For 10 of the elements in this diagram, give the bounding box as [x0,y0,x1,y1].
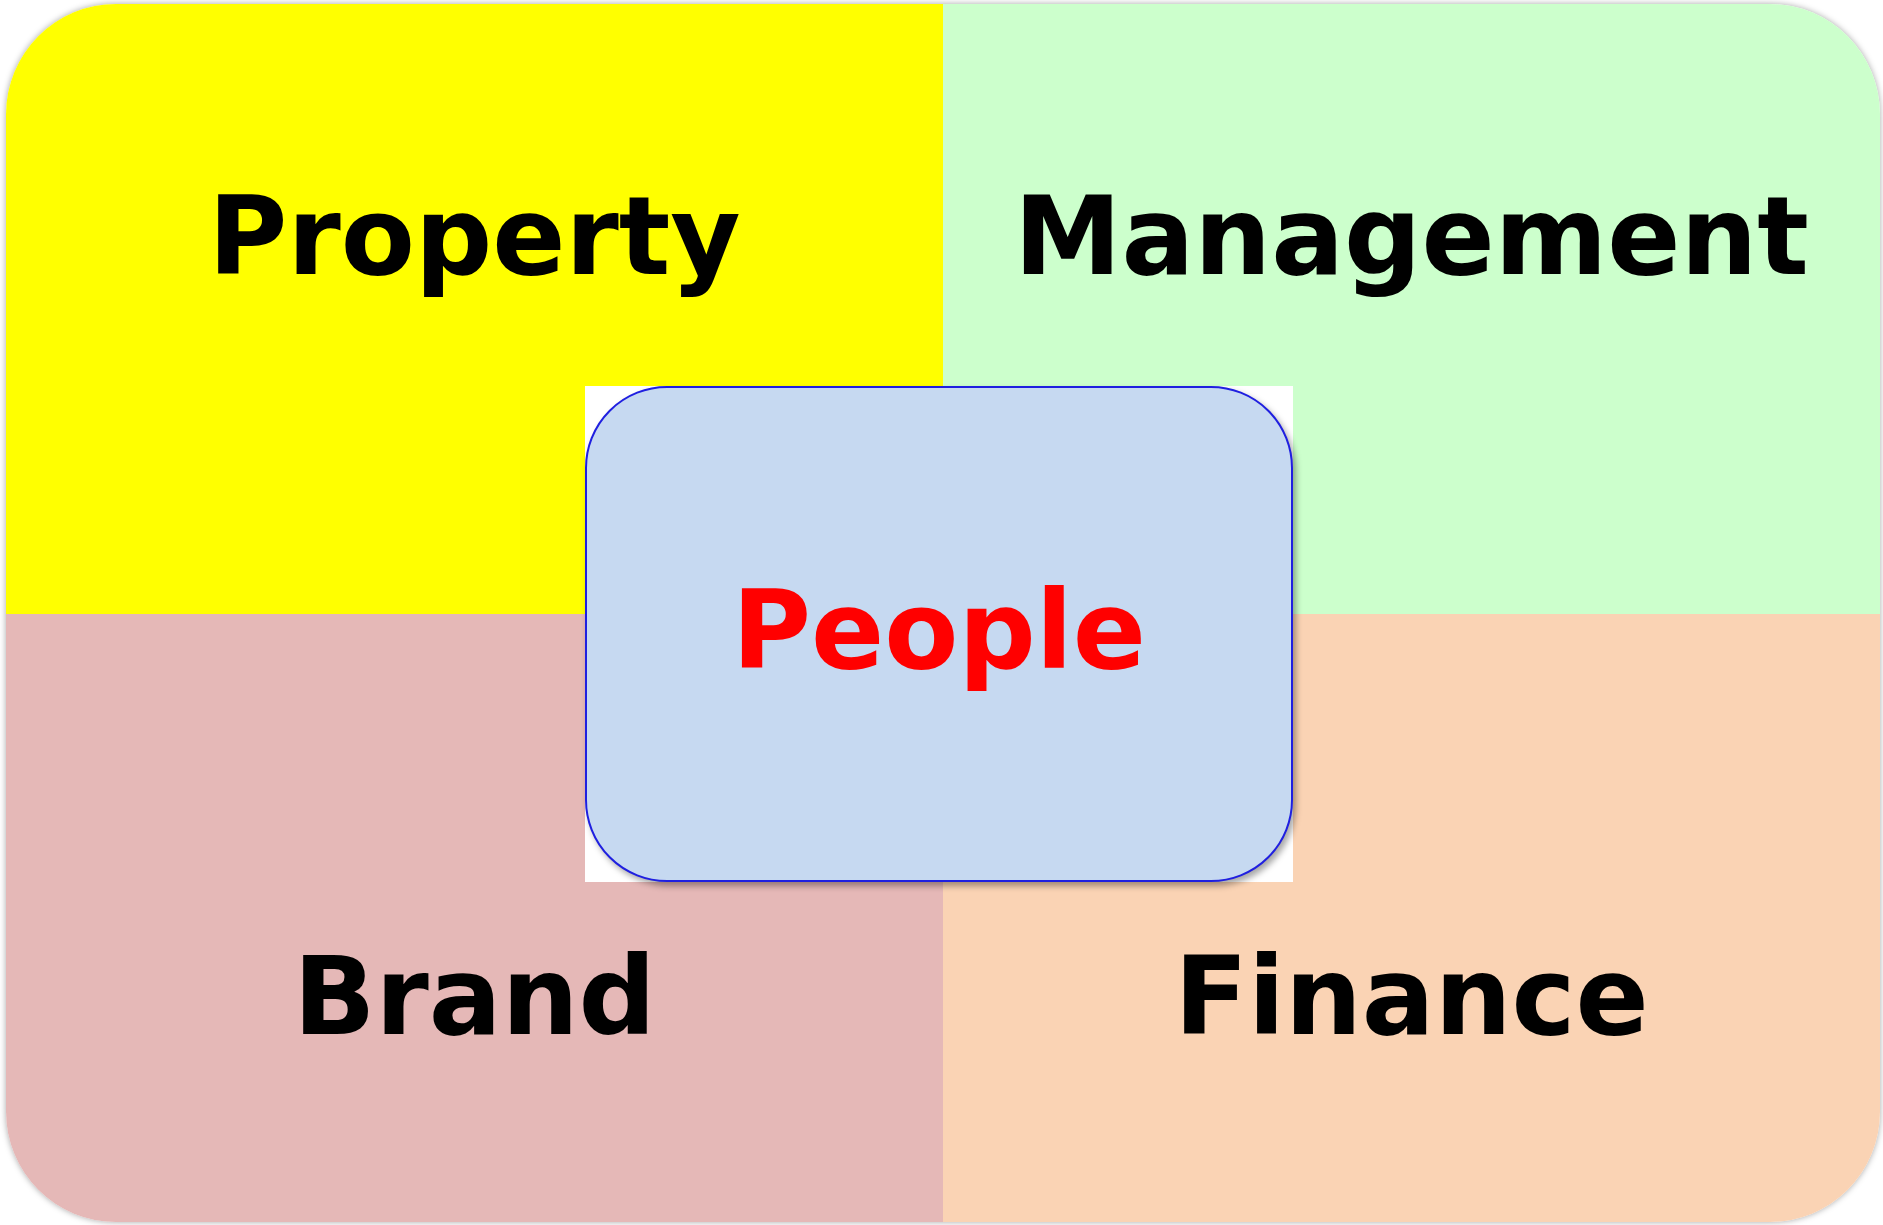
center-box [585,386,1293,882]
quadrant-panel [6,882,943,1222]
quadrant-panel [943,4,1880,386]
category-label: Brand [292,934,657,1059]
category-label: Property [207,174,742,299]
quadrant-panel [943,882,1880,1222]
category-label: Finance [1173,934,1650,1059]
category-label: Management [1013,174,1810,299]
category-label: People [730,568,1148,693]
quadrant-panel [6,4,943,386]
